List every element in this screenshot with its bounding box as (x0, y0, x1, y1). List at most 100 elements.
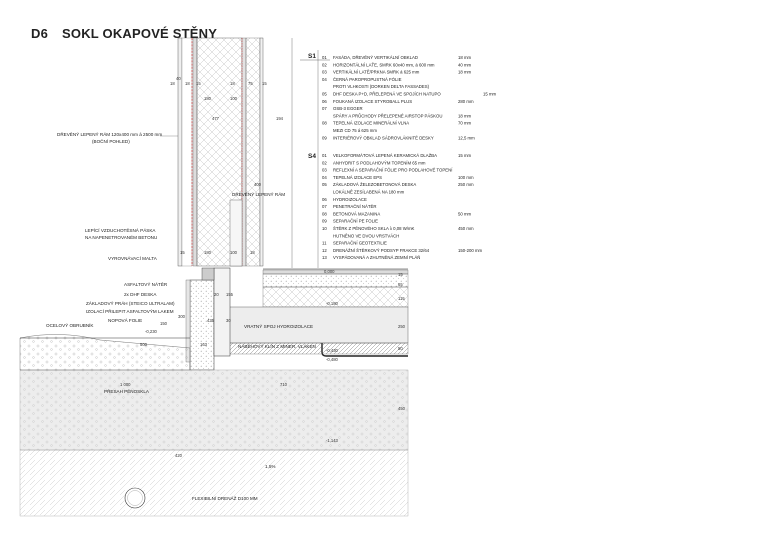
concrete-slab (227, 306, 409, 344)
plinth (185, 267, 231, 371)
legend-text: DHF DESKA P+D, PŘELEPENÁ VE SPOJÍCH NATU… (333, 92, 441, 97)
legend-text: VYSPÁDOVANÁ A ZHUTNĚNÁ ZEMNÍ PLÁŇ (333, 255, 420, 260)
dim-477: 477 (212, 116, 220, 121)
annot-wood-frame: DŘEVĚNÝ LEPENÝ RÁM 120x400 mm á 2500 mm (57, 130, 162, 137)
dim-top-6: 75 (248, 81, 253, 86)
annot-wedge: NÁBĚHOVÝ KLÍN Z MINER. VLÁKEN (238, 342, 316, 349)
level-480: -0,480 (326, 357, 339, 362)
dim-180: 180 (204, 96, 212, 101)
legend-text: HYDROIZOLACE (333, 197, 367, 202)
glulam-frame (229, 199, 243, 267)
legend-num: 02 (322, 62, 327, 67)
legend-value: 150-200 mm (458, 248, 483, 253)
legend-value: 100 mm (458, 175, 474, 180)
floor-assembly (227, 268, 409, 357)
annot-batten: VYROVNÁVACÍ MALTA (108, 255, 158, 261)
dim-420: 420 (175, 453, 183, 458)
legend-value: 50 mm (458, 211, 472, 216)
wall-assembly (177, 37, 293, 268)
dim-mid-1: 15 (180, 250, 185, 255)
cladding-layer (177, 37, 183, 267)
legend-value: 15 mm (458, 153, 472, 158)
legend-text: ZÁKLADOVÁ ŽELEZOBETONOVÁ DESKA (333, 182, 416, 187)
legend-value: 12,5 mm (458, 135, 475, 140)
annot-joint: VRATNÝ SPOJ HYDROIZOLACE (244, 323, 313, 329)
dim-top-7: 15 (262, 81, 267, 86)
legend-text: OSB-3 EGGER (333, 106, 363, 111)
dhf-board (192, 37, 198, 267)
legend-num: 07 (322, 204, 327, 209)
annot-iso: IZOLACÍ PŘILEPIT ASFALTOVÝM LAKEM (86, 307, 174, 314)
dim-mid-3: 100 (230, 250, 238, 255)
annot-foam-glass: PŘESAH PĚNOSKLA (104, 387, 150, 394)
legend-num: 02 (322, 160, 327, 165)
dim-100: 100 (230, 96, 238, 101)
legend-text: ANHYDRIT S PODLAHOVÝM TOPENÍM 65 mm (333, 160, 426, 165)
legend-text: SEPARAČNÍ PE FOLIE (333, 219, 378, 224)
dim-710: 710 (280, 382, 288, 387)
legend-text: SEPARAČNÍ GEOTEXTILIE (333, 241, 387, 246)
dim-194: 194 (276, 116, 284, 121)
legend-text: HUTNĚNO VE DVOU VRSTVÁCH (333, 233, 399, 238)
legend-text: BETONOVÁ MAZANINA (333, 211, 380, 216)
legend-num: 10 (322, 226, 327, 231)
legend-text: PROTI VLHKOSTI (DORKEN DELTA FASSADES) (333, 84, 430, 89)
legend-value: 280 mm (458, 99, 474, 104)
legend-value: 18 mm (458, 113, 472, 118)
legend-value: 18 mm (458, 55, 472, 60)
level-430: -0,430 (326, 348, 339, 353)
dim-top-1: 18 (170, 81, 175, 86)
dim-20: 20 (214, 292, 219, 297)
legend-text: MEZI CD 75 á 625 mm (333, 128, 377, 133)
legend-text: VELKOFORMÁTOVÁ LEPENÁ KERAMICKÁ DLAŽBA (333, 153, 437, 158)
legend-num: 13 (322, 255, 327, 260)
legend-num: 05 (322, 182, 327, 187)
legend-text: FASÁDA, DŘEVĚNÝ VERTIKÁLNÍ OBKLAD (333, 55, 418, 60)
dimensions: 18 40 18 15 18 75 15 180 100 477 194 400… (120, 76, 406, 458)
legend-num: 09 (322, 219, 327, 224)
legend-num: 03 (322, 70, 327, 75)
gypsum-board (259, 37, 264, 267)
annot-tape-1: LEPÍCÍ VZDUCHOTĚSNÁ PÁSKA (85, 226, 156, 233)
legend-value: 18 mm (458, 70, 472, 75)
plinth-block (189, 279, 215, 371)
legend-value: 40 mm (458, 62, 472, 67)
legend-text: INTERIÉROVÝ OBKLAD SÁDROVLÁKNITÉ DESKY (333, 135, 434, 140)
annot-nop: NOPOVÁ FOLIE (108, 317, 142, 323)
legend-text: LOKÁLNĚ ZESÍLABENÁ NA 180 mm (333, 190, 405, 195)
dim-450: 450 (398, 406, 406, 411)
legend-text: TEPELNÁ IZOLACE EPS (333, 175, 382, 180)
dim-top-2: 40 (176, 76, 181, 81)
legend-value: 15 mm (483, 92, 497, 97)
dim-150: 150 (160, 321, 168, 326)
dim-400: 400 (254, 182, 262, 187)
level-230: -0,230 (145, 329, 158, 334)
legend-value: 250 mm (458, 182, 474, 187)
legend-text: ČERNÁ PAROPROPUSTNÁ FÓLIE (333, 77, 402, 82)
legend-text: DRENÁŽNÍ ŠTĚRKOVÝ PODSYP FRAKCE 32/64 (333, 248, 430, 253)
legend-text: ŠTĚRK Z PĚNOVÉHO SKLA λ 0,08 W/mK (333, 226, 415, 231)
drain-pipe (124, 487, 146, 509)
legend-text: SPÁRY A PRŮCHODY PŘELEPENÉ AIRSTOP PÁSKO… (333, 113, 442, 118)
legend-num: 07 (322, 106, 327, 111)
legend-num: 08 (322, 211, 327, 216)
legend-text: FOUKANÁ IZOLACE STYROBALL PLUS (333, 99, 412, 104)
batten-layer (181, 37, 193, 267)
s1-marker: S1 (308, 53, 316, 60)
legend-num: 04 (322, 77, 327, 82)
level-0: 0,000 (324, 269, 335, 274)
legend-text: TEPELNÁ IZOLACE MINERÁLNÍ VLNA (333, 121, 409, 126)
title-name: SOKL OKAPOVÉ STĚNY (62, 26, 218, 41)
legend-num: 01 (322, 55, 327, 60)
dim-1000: 1 000 (120, 382, 131, 387)
legend-value: 450 mm (458, 226, 474, 231)
annot-wood-short: DŘEVĚNÝ LEPENÝ RÁM (232, 190, 285, 197)
anhydrite-layer (262, 273, 409, 288)
dim-top-3: 18 (185, 81, 190, 86)
subgrade (19, 449, 409, 517)
osb-board (241, 37, 247, 267)
legend-num: 04 (322, 175, 327, 180)
dim-65: 65 (398, 282, 403, 287)
